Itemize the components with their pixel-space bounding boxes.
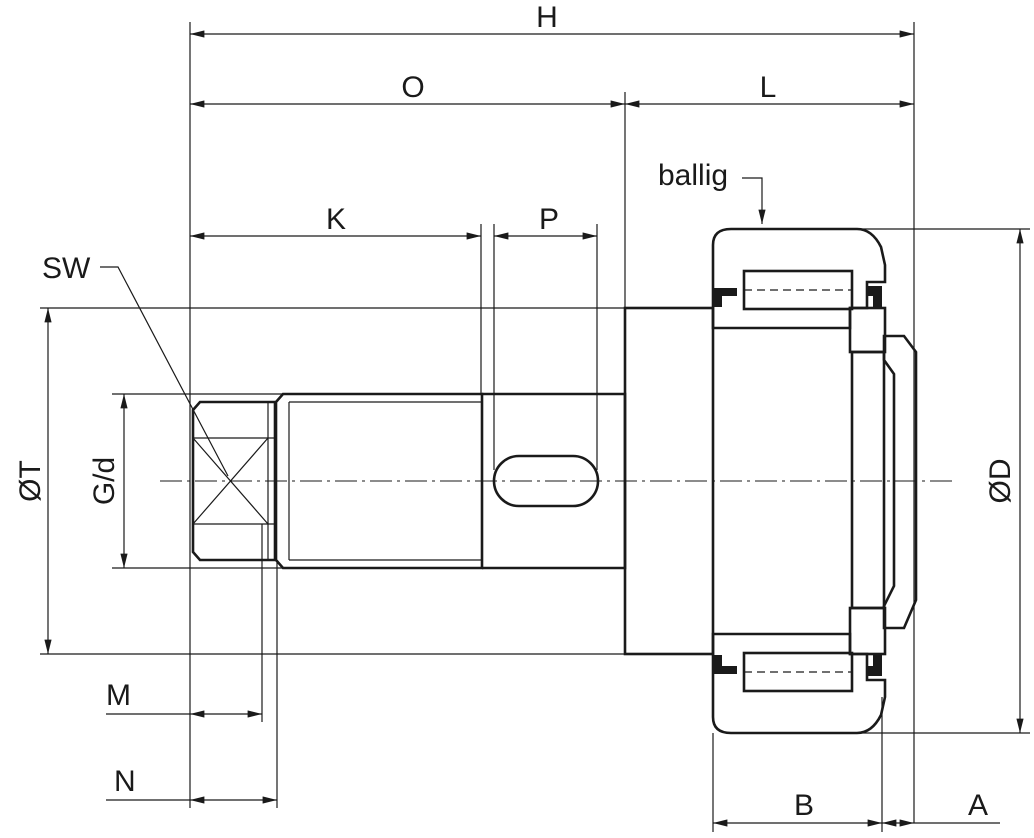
label-P: P bbox=[539, 203, 559, 236]
end-plate bbox=[712, 306, 918, 656]
needle-rollers bbox=[742, 269, 854, 693]
label-T: ØT bbox=[14, 460, 47, 502]
label-ballig: ballig bbox=[658, 159, 728, 192]
label-A: A bbox=[968, 789, 988, 822]
extension-lines bbox=[40, 22, 1030, 832]
leaders bbox=[100, 177, 766, 477]
label-D: ØD bbox=[984, 459, 1017, 504]
label-SW: SW bbox=[42, 252, 91, 285]
label-Gd: G/d bbox=[88, 457, 121, 505]
label-N: N bbox=[114, 765, 136, 798]
label-O: O bbox=[401, 71, 424, 104]
labels: H O L K P SW ballig ØT G/d ØD M N B A bbox=[14, 1, 1017, 822]
lube-slot bbox=[492, 454, 600, 508]
label-L: L bbox=[760, 71, 777, 104]
label-H: H bbox=[536, 1, 558, 34]
label-M: M bbox=[106, 679, 131, 712]
seals bbox=[713, 286, 882, 676]
dimension-lines bbox=[44, 30, 1024, 827]
label-B: B bbox=[794, 789, 814, 822]
label-K: K bbox=[326, 203, 346, 236]
